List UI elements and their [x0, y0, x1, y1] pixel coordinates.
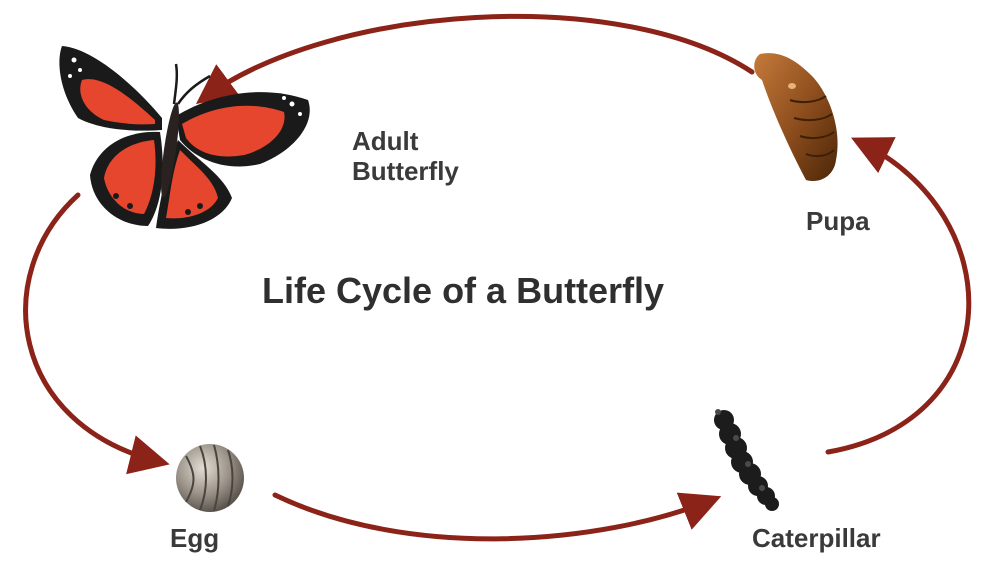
egg-illustration [176, 444, 244, 512]
stage-label-pupa: Pupa [806, 207, 870, 237]
arrow-adult-to-egg [26, 195, 160, 462]
butterfly-illustration [59, 46, 309, 229]
arrow-egg-to-caterpillar [275, 495, 712, 539]
arrow-pupa-to-adult [204, 16, 752, 98]
caterpillar-illustration [714, 409, 779, 511]
diagram-title: Life Cycle of a Butterfly [262, 270, 664, 311]
stage-label-egg: Egg [170, 524, 219, 554]
stage-label-adult-butterfly: Adult Butterfly [352, 127, 512, 187]
stage-label-caterpillar: Caterpillar [752, 524, 881, 554]
pupa-illustration [754, 53, 837, 181]
arrow-caterpillar-to-pupa [828, 142, 969, 452]
